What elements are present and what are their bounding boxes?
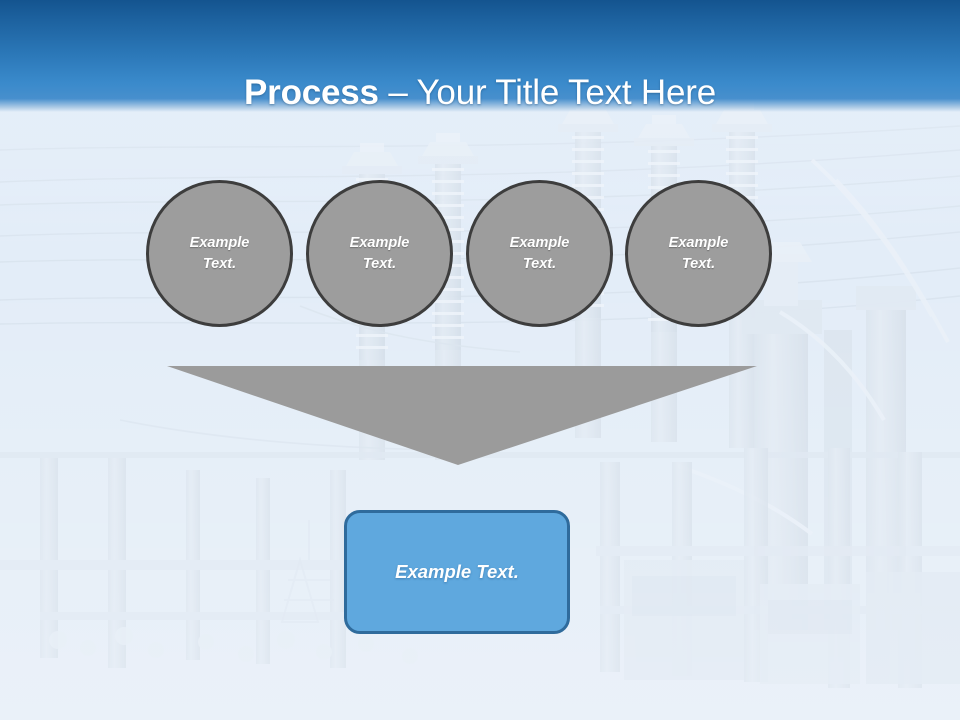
result-box[interactable]: Example Text. <box>344 510 570 634</box>
process-step-label: Example Text. <box>349 234 410 272</box>
process-step-circle-2[interactable]: Example Text. <box>306 180 453 327</box>
down-arrow-icon <box>167 366 757 466</box>
process-step-circle-3[interactable]: Example Text. <box>466 180 613 327</box>
process-step-circle-4[interactable]: Example Text. <box>625 180 772 327</box>
result-box-label: Example Text. <box>395 561 519 582</box>
process-step-circle-1[interactable]: Example Text. <box>146 180 293 327</box>
process-step-label: Example Text. <box>668 234 729 272</box>
process-step-label: Example Text. <box>509 234 570 272</box>
page-title: Process – Your Title Text Here <box>0 72 960 114</box>
page-title-rest: – Your Title Text Here <box>378 73 716 113</box>
page-title-strong: Process <box>244 73 379 113</box>
title-bar <box>0 0 960 112</box>
process-step-label: Example Text. <box>189 234 250 272</box>
